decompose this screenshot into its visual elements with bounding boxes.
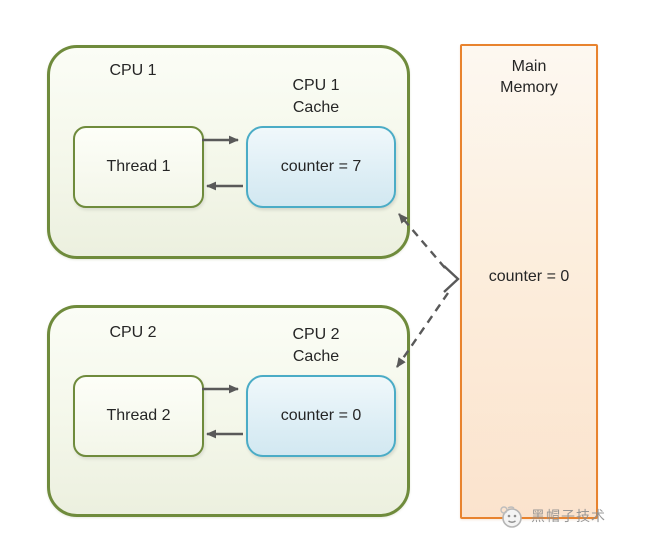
cpu2-cache-label: CPU 2 Cache [292,326,340,365]
watermark-text: 黑帽子技术 [531,508,606,524]
main-memory-node: Main Memory counter = 0 [460,44,598,519]
cpu2-cache-node: counter = 0 [246,375,396,457]
main-memory-title: Main Memory [500,58,558,96]
watermark: 黑帽子技术 [498,503,606,529]
main-memory-counter-value: counter = 0 [488,268,570,285]
cpu2-title: CPU 2 [109,324,157,341]
cpu1-cache-value: counter = 7 [280,158,362,175]
watermark-logo-icon [500,506,522,528]
cpu1-group-node: CPU 1 CPU 1 Cache Thread 1 counter = 7 [47,45,410,259]
cpu1-cache-label: CPU 1 Cache [292,77,340,116]
cpu1-cache-node: counter = 7 [246,126,396,208]
dashed-arrowhead-into-memory [443,265,460,293]
cpu2-cache-value: counter = 0 [280,407,362,424]
thread2-node: Thread 2 [73,375,204,457]
thread2-label: Thread 2 [106,407,171,424]
thread1-label: Thread 1 [106,158,171,175]
cpu1-title: CPU 1 [109,62,157,79]
cpu2-group-node: CPU 2 CPU 2 Cache Thread 2 counter = 0 [47,305,410,517]
thread1-node: Thread 1 [73,126,204,208]
